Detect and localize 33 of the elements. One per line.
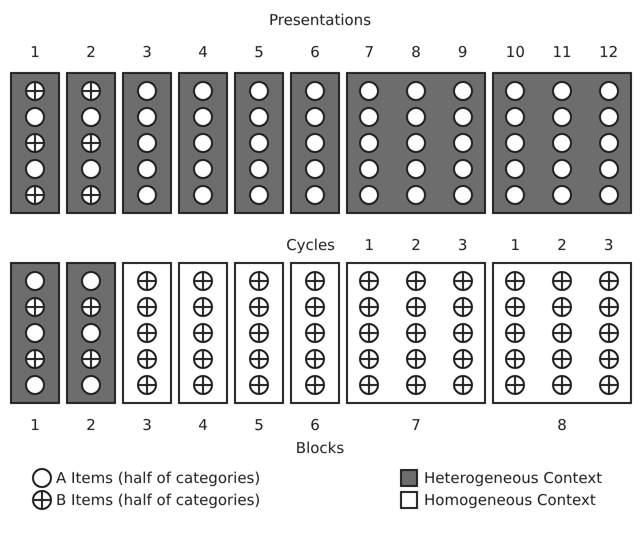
presentation-number: 7 <box>364 43 374 61</box>
block-number: 2 <box>86 416 96 434</box>
axis-title: Cycles <box>286 236 335 254</box>
presentation-number: 9 <box>458 43 468 61</box>
presentation-number: 3 <box>142 43 152 61</box>
block-number: 7 <box>411 416 421 434</box>
legend-label: Heterogeneous Context <box>424 469 602 487</box>
block-number: 4 <box>198 416 208 434</box>
presentation-number: 4 <box>198 43 208 61</box>
cycle-number: 1 <box>364 236 374 254</box>
block-number: 6 <box>310 416 320 434</box>
presentation-number: 8 <box>411 43 421 61</box>
cycle-number: 3 <box>604 236 614 254</box>
axis-title: Presentations <box>268 11 372 29</box>
presentation-number: 12 <box>599 43 618 61</box>
block-number: 5 <box>254 416 264 434</box>
legend-label: A Items (half of categories) <box>56 469 260 487</box>
cycle-number: 1 <box>510 236 520 254</box>
cycle-number: 2 <box>411 236 421 254</box>
cycle-number: 3 <box>458 236 468 254</box>
presentation-number: 1 <box>30 43 40 61</box>
legend-label: Homogeneous Context <box>424 491 596 509</box>
cycle-number: 2 <box>557 236 567 254</box>
presentation-number: 6 <box>310 43 320 61</box>
legend-label: B Items (half of categories) <box>56 491 260 509</box>
presentation-number: 5 <box>254 43 264 61</box>
presentation-number: 11 <box>552 43 572 61</box>
presentation-number: 10 <box>506 43 525 61</box>
presentation-number: 2 <box>86 43 96 61</box>
block-number: 3 <box>142 416 152 434</box>
block-number: 1 <box>30 416 40 434</box>
axis-title: Blocks <box>296 439 344 457</box>
block-number: 8 <box>557 416 567 434</box>
